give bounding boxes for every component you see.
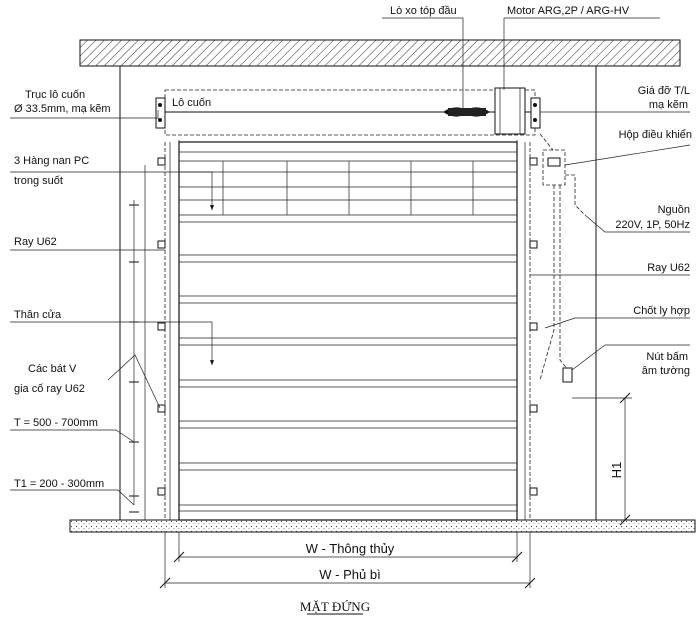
- t1-label: T1 = 200 - 300mm: [14, 478, 104, 490]
- power-label-line2: 220V, 1P, 50Hz: [615, 219, 690, 231]
- width-dimensions: W - Thông thủy W - Phủ bì: [159, 532, 536, 589]
- control-box: [539, 133, 586, 381]
- button-label-line2: âm tường: [642, 365, 690, 377]
- h1-dimension: H1: [572, 392, 632, 526]
- body-label: Thân cửa: [14, 309, 62, 321]
- spring-label: Lò xo tóp đầu: [390, 5, 457, 17]
- h1-label: H1: [609, 462, 624, 479]
- left-rail: [157, 142, 171, 520]
- t-label: T = 500 - 700mm: [14, 417, 98, 429]
- power-label-line1: Nguồn: [658, 204, 690, 216]
- vbracket-label-line2: gia cố ray U62: [14, 383, 85, 395]
- bracket-label-line2: mạ kẽm: [649, 99, 688, 111]
- pc-label-line2: trong suốt: [14, 175, 63, 187]
- motor-unit: [494, 87, 526, 135]
- leader-lines: [10, 17, 691, 506]
- rail-left-label: Ray U62: [14, 236, 57, 248]
- left-dimension-ticks: [129, 165, 146, 520]
- shaft-label-line1: Trục lô cuốn: [25, 89, 85, 101]
- door-curtain: [178, 141, 518, 521]
- wall-button-icon: [562, 367, 573, 383]
- button-label-line1: Nút bấm: [646, 351, 688, 363]
- controlbox-label: Hộp điều khiển: [619, 129, 692, 141]
- roller-housing: [155, 89, 541, 136]
- shaft-label-line2: Ø 33.5mm, mạ kẽm: [14, 103, 111, 115]
- spring-icon: [443, 107, 490, 117]
- bracket-label-line1: Giá đỡ T/L: [638, 85, 690, 97]
- floor-slab: [69, 519, 696, 533]
- rail-right-label: Ray U62: [647, 262, 690, 274]
- clutch-label: Chốt ly hợp: [633, 305, 690, 317]
- drawing-title: MẶT ĐỨNG: [300, 599, 370, 614]
- vbracket-label-line1: Các bát V: [28, 363, 77, 375]
- right-rail: [524, 142, 538, 520]
- pc-label-line1: 3 Hàng nan PC: [14, 155, 89, 167]
- roller-label: Lô cuốn: [172, 97, 211, 109]
- w-cover-label: W - Phủ bì: [319, 567, 380, 582]
- motor-label: Motor ARG,2P / ARG-HV: [507, 5, 630, 17]
- w-clear-label: W - Thông thủy: [306, 541, 395, 556]
- ceiling-slab: [79, 39, 681, 67]
